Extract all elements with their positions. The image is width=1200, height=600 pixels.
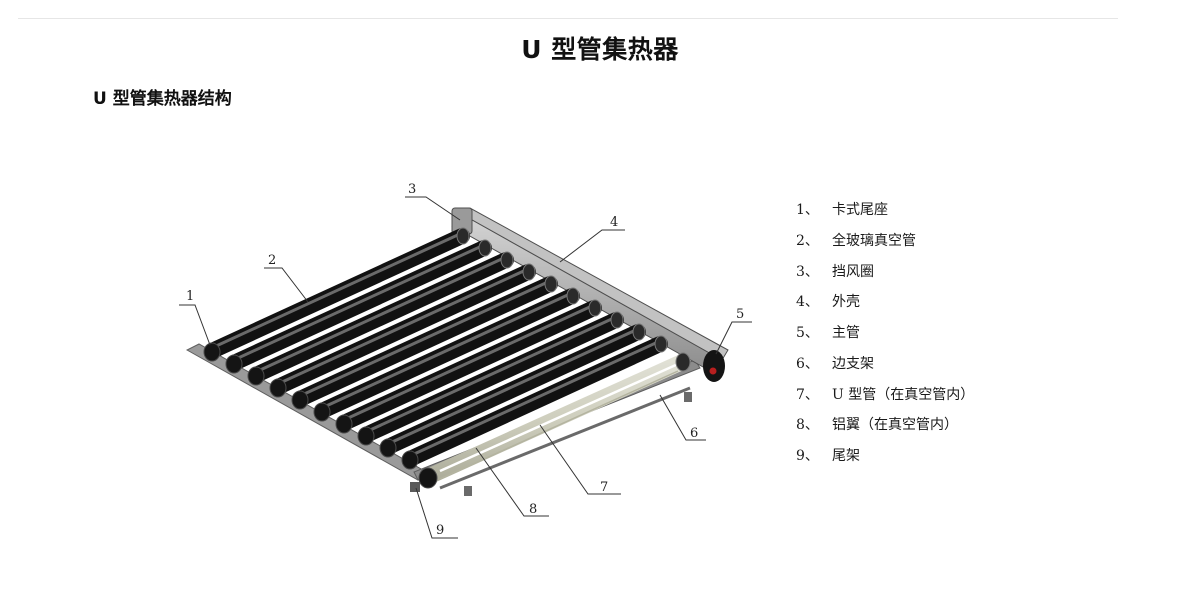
callout-6: 6: [690, 426, 698, 441]
page-title: U 型管集热器: [521, 35, 679, 64]
callout-3: 3: [408, 182, 416, 197]
legend-number: 4、: [796, 294, 819, 311]
legend-item: 6、边支架: [796, 352, 974, 383]
legend-label: 外壳: [832, 294, 860, 311]
legend-number: 9、: [796, 448, 819, 464]
legend-item: 4、外壳: [796, 290, 974, 321]
legend-number: 5、: [796, 325, 819, 341]
legend-item: 8、铝翼（在真空管内）: [796, 413, 974, 444]
legend-item: 9、尾架: [796, 444, 974, 475]
legend-number: 6、: [796, 355, 819, 372]
legend-number: 1、: [796, 202, 819, 218]
legend-number: 8、: [796, 417, 819, 434]
callout-1: 1: [186, 289, 194, 304]
callout-9: 9: [436, 523, 444, 538]
top-divider: [18, 18, 1118, 19]
legend-label: 主管: [832, 325, 860, 341]
legend-label: 边支架: [832, 355, 874, 372]
legend-label: 尾架: [832, 448, 860, 464]
legend-label: 全玻璃真空管: [832, 232, 916, 249]
vacuum-tube-array: [203, 227, 691, 489]
callout-2: 2: [268, 253, 276, 268]
legend-number: 2、: [796, 232, 819, 249]
legend-label: 铝翼（在真空管内）: [832, 417, 958, 434]
legend-item: 5、主管: [796, 321, 974, 352]
legend-number: 7、: [796, 386, 819, 403]
leader-lines: [179, 196, 752, 539]
legend-number: 3、: [796, 263, 819, 280]
main-pipe: [703, 350, 725, 382]
legend-item: 1、卡式尾座: [796, 198, 974, 229]
callout-7: 7: [600, 480, 608, 495]
legend-label: 卡式尾座: [832, 202, 888, 218]
callout-4: 4: [610, 215, 618, 230]
section-heading: U 型管集热器结构: [93, 89, 232, 109]
legend-item: 7、 U 型管（在真空管内）: [796, 383, 974, 414]
legend-item: 3、挡风圈: [796, 260, 974, 291]
legend-item: 2、全玻璃真空管: [796, 229, 974, 260]
legend-label: 挡风圈: [832, 263, 874, 280]
callout-8: 8: [529, 502, 537, 517]
callout-5: 5: [736, 307, 744, 322]
legend-label: U 型管（在真空管内）: [832, 386, 975, 403]
component-legend: 1、卡式尾座 2、全玻璃真空管 3、挡风圈 4、外壳 5、主管 6、边支架 7、…: [796, 198, 974, 475]
